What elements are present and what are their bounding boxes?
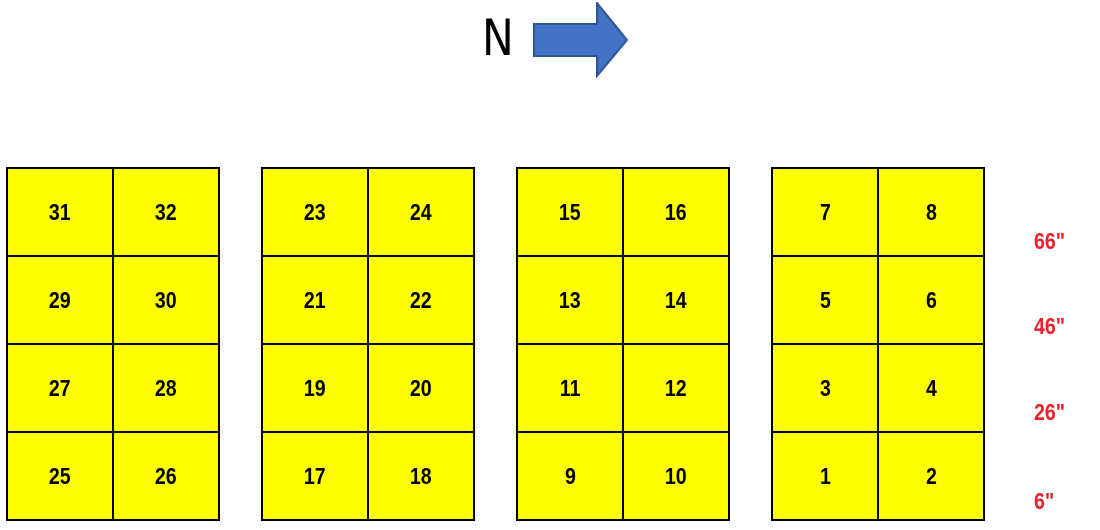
plot-number: 5 xyxy=(819,286,831,313)
plot-block-3: 15 16 13 14 11 12 9 10 xyxy=(516,167,730,521)
arrow-right-icon xyxy=(533,2,629,79)
plot-cell: 22 xyxy=(368,256,474,344)
plot-number: 25 xyxy=(49,462,71,489)
plot-cell: 17 xyxy=(262,432,368,520)
plot-cell: 11 xyxy=(517,344,623,432)
plot-cell: 4 xyxy=(878,344,984,432)
plot-cell: 29 xyxy=(7,256,113,344)
plot-number: 29 xyxy=(49,286,71,313)
plot-cell: 25 xyxy=(7,432,113,520)
plot-number: 22 xyxy=(410,286,432,313)
plot-cell: 6 xyxy=(878,256,984,344)
depth-label-66: 66" xyxy=(1034,228,1066,254)
plot-cell: 30 xyxy=(113,256,219,344)
plot-number: 31 xyxy=(49,198,71,225)
depth-label-6: 6" xyxy=(1034,488,1055,514)
plot-number: 4 xyxy=(925,374,937,401)
plot-cell: 21 xyxy=(262,256,368,344)
plot-number: 26 xyxy=(155,462,177,489)
plot-number: 27 xyxy=(49,374,71,401)
plot-cell: 26 xyxy=(113,432,219,520)
plot-number: 10 xyxy=(665,462,687,489)
plot-cell: 5 xyxy=(772,256,878,344)
plot-number: 24 xyxy=(410,198,432,225)
plot-number: 19 xyxy=(304,374,326,401)
plot-number: 2 xyxy=(925,462,937,489)
plot-cell: 1 xyxy=(772,432,878,520)
plot-block-2: 23 24 21 22 19 20 17 18 xyxy=(261,167,475,521)
plot-number: 15 xyxy=(559,198,581,225)
plot-cell: 15 xyxy=(517,168,623,256)
plot-number: 14 xyxy=(665,286,687,313)
plot-number: 17 xyxy=(304,462,326,489)
plot-number: 8 xyxy=(925,198,937,225)
plot-number: 9 xyxy=(564,462,576,489)
plot-number: 30 xyxy=(155,286,177,313)
plot-block-4: 7 8 5 6 3 4 1 2 xyxy=(771,167,985,521)
plot-cell: 7 xyxy=(772,168,878,256)
plot-cell: 20 xyxy=(368,344,474,432)
plot-number: 6 xyxy=(925,286,937,313)
plot-number: 20 xyxy=(410,374,432,401)
plot-number: 18 xyxy=(410,462,432,489)
plot-number: 16 xyxy=(665,198,687,225)
depth-label-26: 26" xyxy=(1034,399,1066,425)
plot-number: 13 xyxy=(559,286,581,313)
plot-cell: 18 xyxy=(368,432,474,520)
plot-cell: 12 xyxy=(623,344,729,432)
plot-cell: 2 xyxy=(878,432,984,520)
plot-cell: 13 xyxy=(517,256,623,344)
plot-number: 32 xyxy=(155,198,177,225)
plot-cell: 8 xyxy=(878,168,984,256)
plot-cell: 28 xyxy=(113,344,219,432)
plot-number: 21 xyxy=(304,286,326,313)
plot-number: 12 xyxy=(665,374,687,401)
plot-cell: 3 xyxy=(772,344,878,432)
plot-cell: 10 xyxy=(623,432,729,520)
plot-cell: 32 xyxy=(113,168,219,256)
plot-number: 28 xyxy=(155,374,177,401)
plot-number: 7 xyxy=(819,198,831,225)
depth-label-46: 46" xyxy=(1034,313,1066,339)
plot-cell: 14 xyxy=(623,256,729,344)
plot-cell: 24 xyxy=(368,168,474,256)
plot-number: 23 xyxy=(304,198,326,225)
plot-cell: 23 xyxy=(262,168,368,256)
plot-cell: 19 xyxy=(262,344,368,432)
plot-number: 3 xyxy=(819,374,831,401)
plot-cell: 27 xyxy=(7,344,113,432)
plot-block-1: 31 32 29 30 27 28 25 26 xyxy=(6,167,220,521)
plot-number: 11 xyxy=(559,374,581,401)
plot-cell: 9 xyxy=(517,432,623,520)
plot-cell: 16 xyxy=(623,168,729,256)
plot-number: 1 xyxy=(819,462,831,489)
plot-cell: 31 xyxy=(7,168,113,256)
north-label: N xyxy=(482,9,514,67)
